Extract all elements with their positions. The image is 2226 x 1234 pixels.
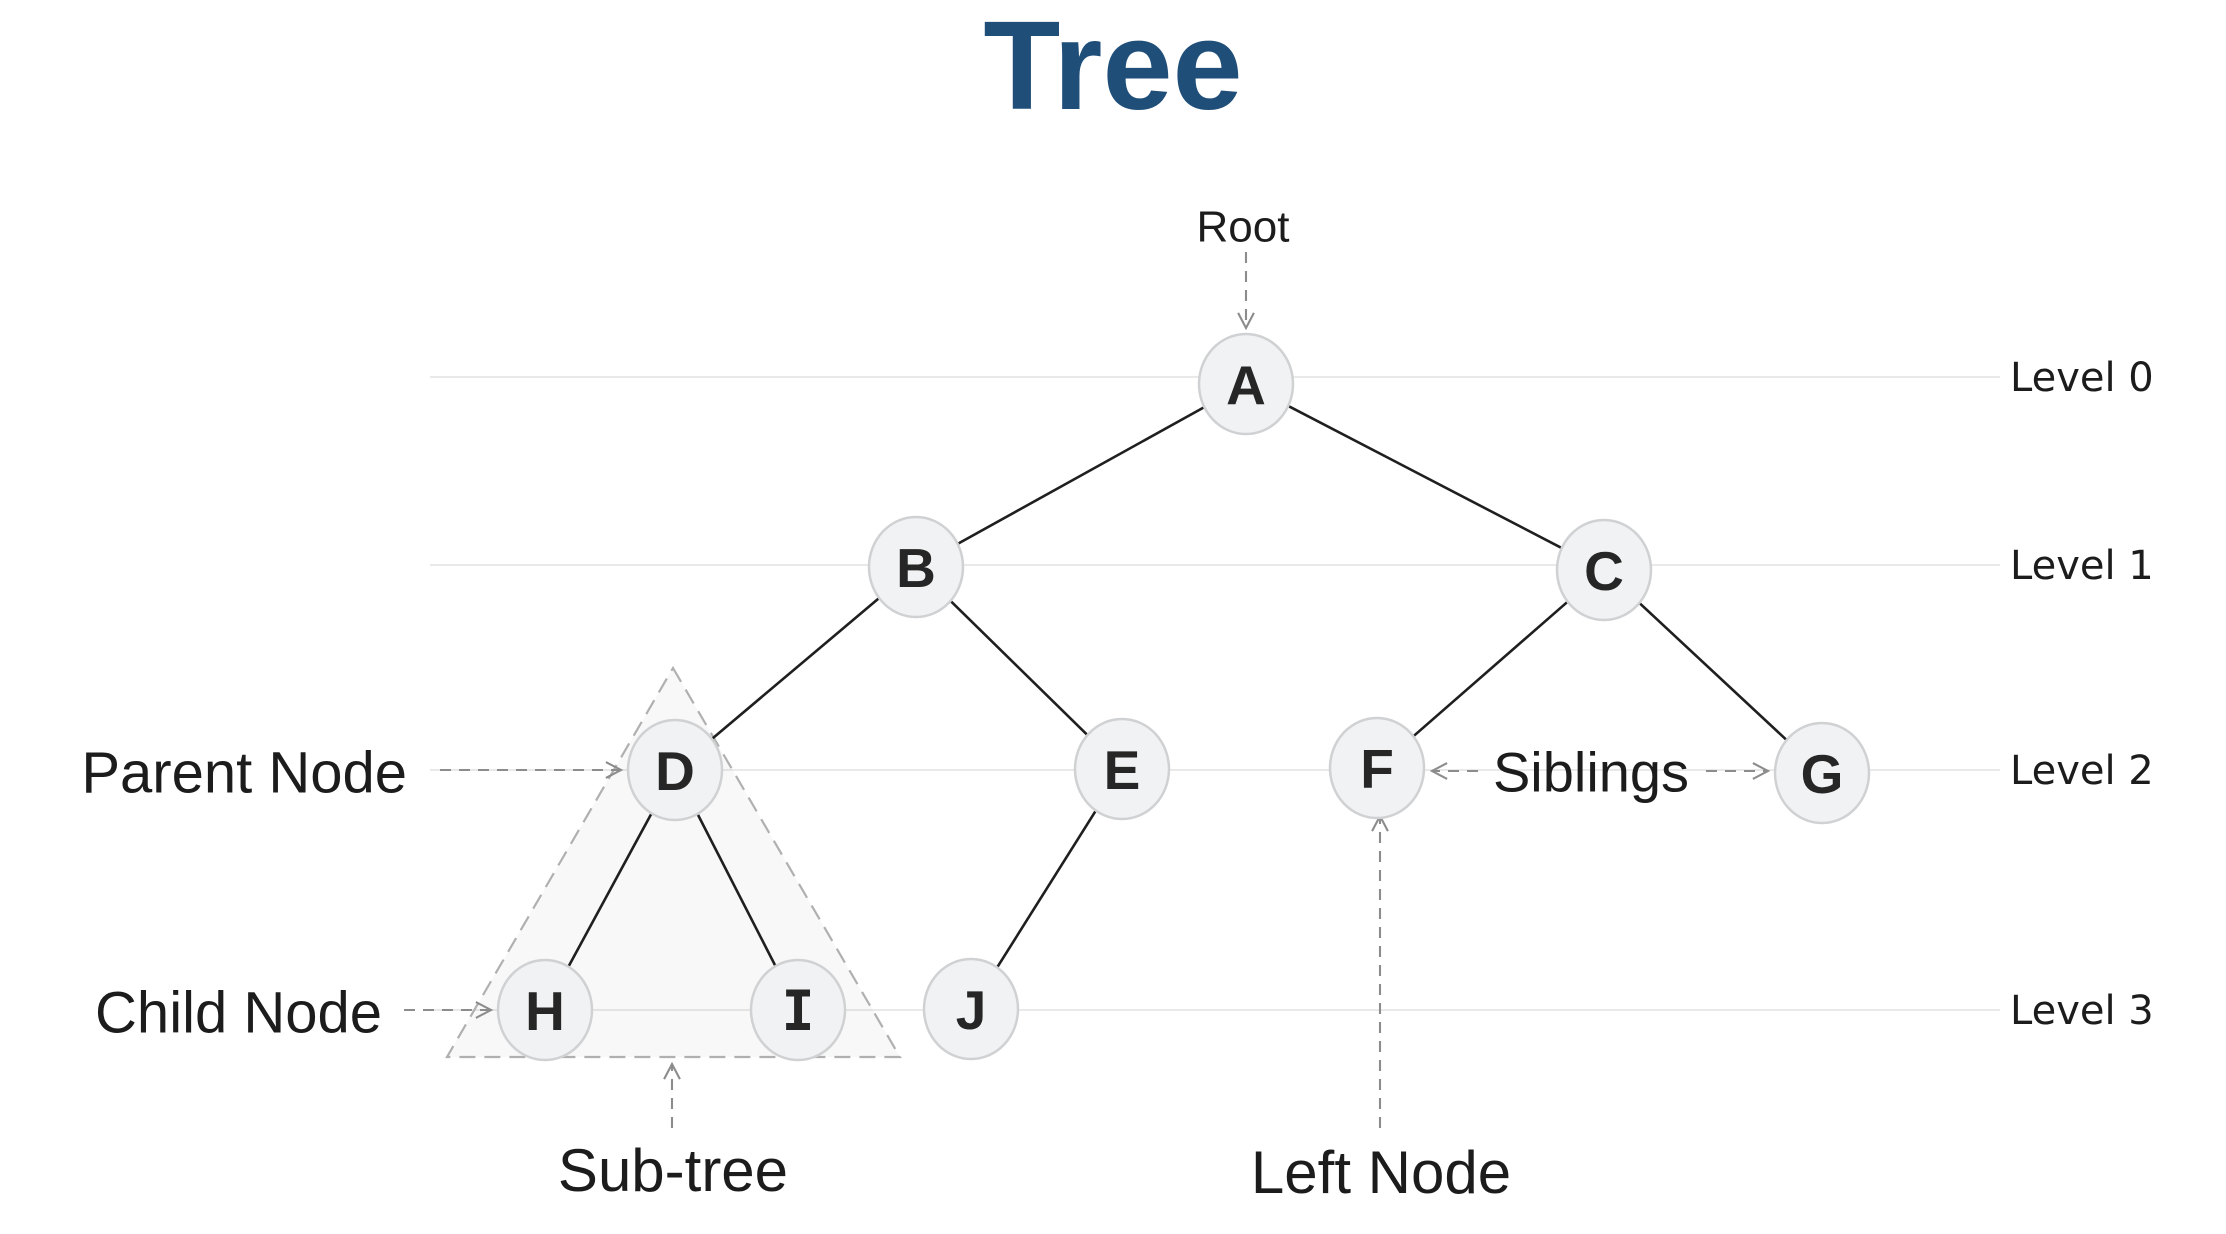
node-label-b: B (896, 537, 936, 599)
siblings-arrowhead-1 (1752, 762, 1771, 780)
root-arrowhead-0 (1237, 312, 1255, 331)
node-label-i: I (781, 979, 814, 1043)
page-title: Tree (983, 0, 1243, 136)
edge-d-i (696, 813, 777, 967)
edge-b-d (711, 597, 880, 740)
siblings-label: Siblings (1493, 741, 1689, 804)
parent-node-arrowhead-0 (605, 761, 624, 779)
child-node-arrowhead-0 (475, 1001, 494, 1019)
child-node-label: Child Node (95, 980, 382, 1045)
sub-tree-label: Sub-tree (558, 1137, 788, 1204)
root-label: Root (1197, 202, 1290, 251)
node-b (867, 515, 965, 619)
node-label-d: D (655, 740, 695, 802)
siblings-arrowhead-0 (1429, 762, 1448, 780)
level-label-1: Level 1 (2010, 543, 2154, 589)
node-c (1555, 518, 1653, 622)
node-j (922, 957, 1020, 1061)
subtree-triangle (445, 665, 902, 1059)
node-i (749, 958, 847, 1062)
node-label-g: G (1801, 743, 1844, 805)
node-label-a: A (1226, 354, 1266, 416)
node-a (1197, 332, 1295, 436)
left-node-label: Left Node (1251, 1139, 1511, 1206)
node-label-e: E (1104, 739, 1141, 801)
node-f (1328, 716, 1426, 820)
sub-tree-arrowhead-0 (663, 1061, 681, 1080)
node-h (496, 958, 594, 1062)
edge-c-g (1638, 601, 1788, 742)
level-label-0: Level 0 (2010, 355, 2154, 401)
node-label-f: F (1360, 738, 1394, 800)
node-label-h: H (525, 980, 565, 1042)
level-label-2: Level 2 (2010, 748, 2154, 794)
node-g (1773, 721, 1871, 825)
edge-a-c (1287, 404, 1563, 550)
node-label-j: J (956, 979, 987, 1041)
level-label-3: Level 3 (2010, 988, 2154, 1034)
edge-d-h (567, 812, 653, 968)
edge-c-f (1412, 600, 1569, 738)
node-e (1073, 717, 1171, 821)
edge-a-b (957, 405, 1205, 546)
node-d (626, 718, 724, 822)
edge-b-e (949, 599, 1089, 737)
parent-node-label: Parent Node (81, 740, 407, 805)
node-label-c: C (1584, 540, 1624, 602)
edge-e-j (996, 809, 1097, 969)
